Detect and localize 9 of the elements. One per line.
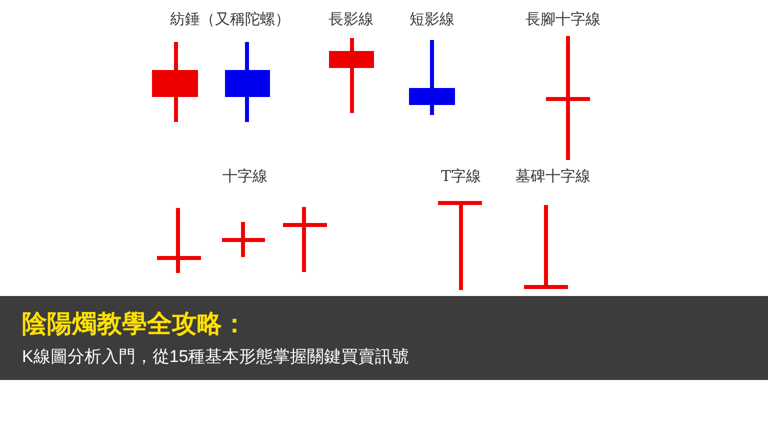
pattern-label: 紡錘（又稱陀螺） — [170, 10, 290, 29]
title: 陰陽燭教學全攻略： — [22, 309, 247, 340]
pattern-label: T字線 — [441, 167, 481, 186]
pattern-label: 墓碑十字線 — [516, 167, 590, 186]
pattern-label: 短影線 — [410, 10, 454, 29]
pattern-label: 長影線 — [328, 10, 374, 29]
pattern-label: 十字線 — [222, 167, 268, 186]
subtitle: K線圖分析入門，從15種基本形態掌握關鍵買賣訊號 — [22, 346, 410, 368]
pattern-label: 長腳十字線 — [526, 10, 600, 29]
